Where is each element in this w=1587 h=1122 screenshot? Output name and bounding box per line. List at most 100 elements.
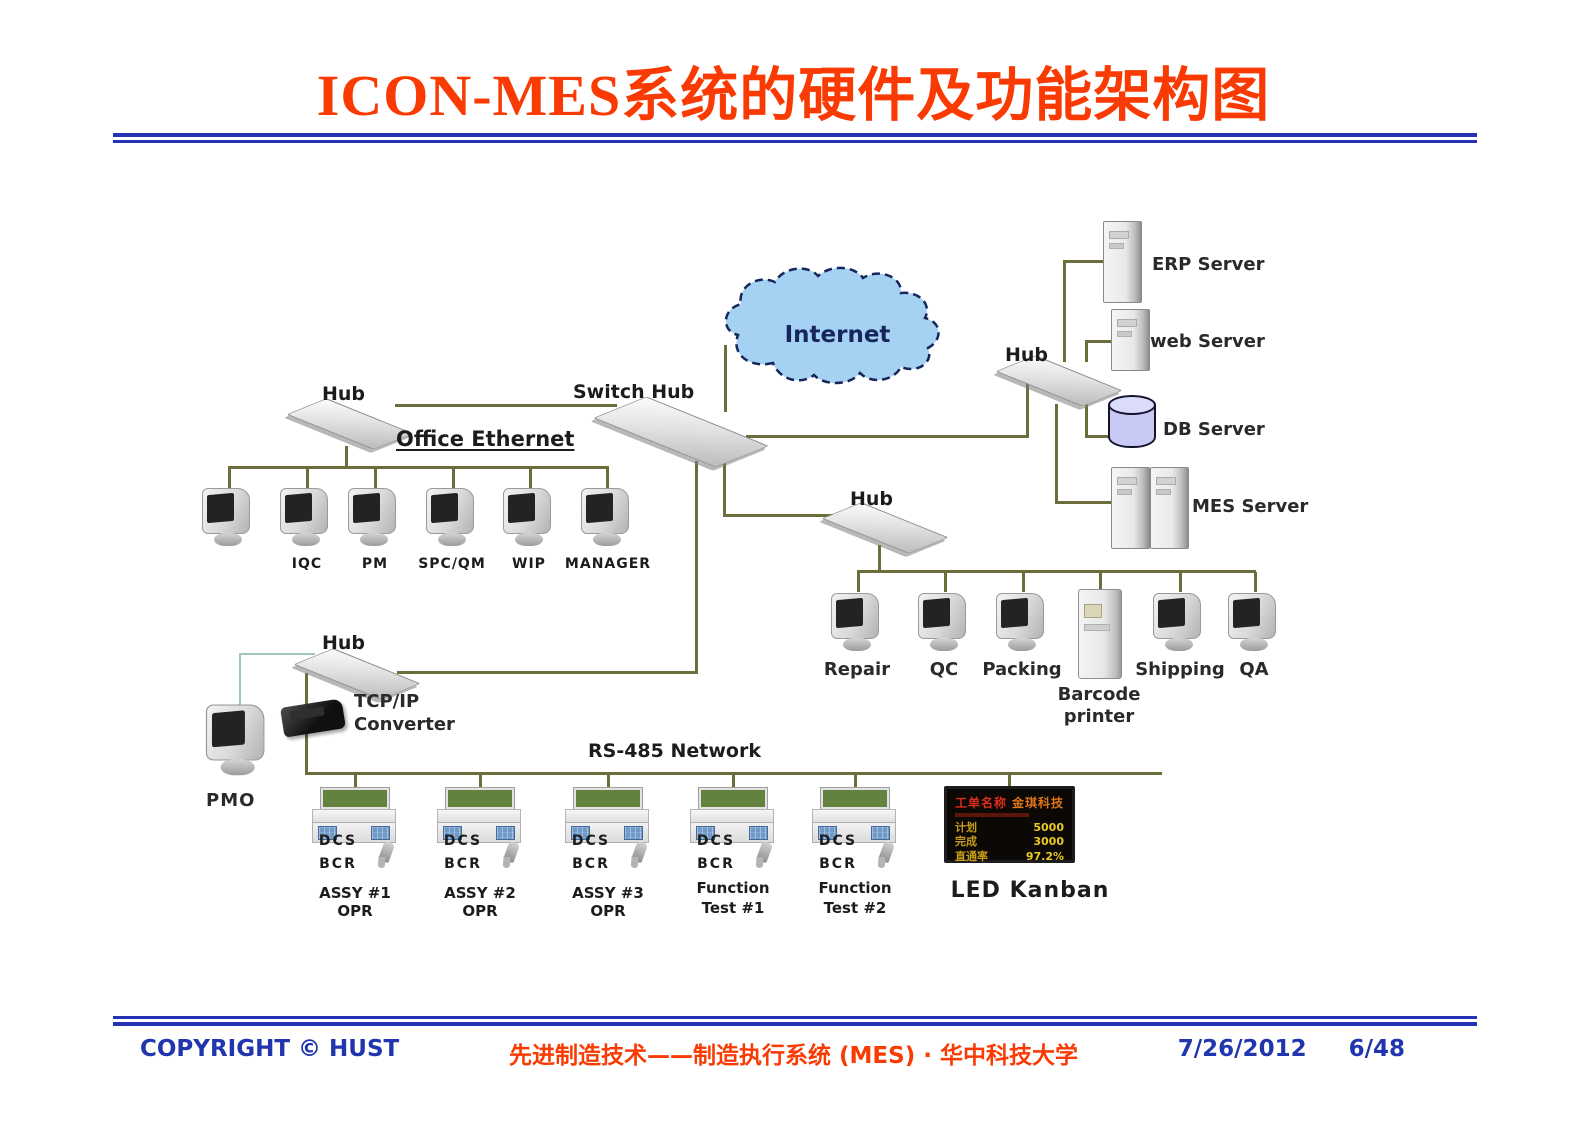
- office-hub-label: Hub: [322, 383, 366, 405]
- dcs-label: DCS: [818, 833, 858, 849]
- connector-line: [1022, 572, 1025, 592]
- connector-line: [239, 653, 241, 707]
- db-server-label: DB Server: [1163, 419, 1265, 440]
- production-hub-device: [821, 502, 949, 554]
- footer-divider: [113, 1016, 1477, 1026]
- connector-line: [1008, 774, 1011, 788]
- workstation-monitor: [422, 486, 484, 552]
- dcs-terminal-device: [690, 788, 774, 848]
- dcs-label: DCS: [571, 833, 611, 849]
- workstation-monitor: [1149, 591, 1211, 657]
- internet-label: Internet: [784, 322, 891, 348]
- connector-line: [479, 774, 482, 791]
- bcr-label: BCR: [697, 856, 735, 872]
- erp-server-label: ERP Server: [1152, 254, 1265, 275]
- dcs-label: DCS: [318, 833, 358, 849]
- connector-line: [1063, 260, 1109, 263]
- mes-server-tower: [1111, 467, 1150, 549]
- station-label: Repair: [823, 659, 891, 680]
- connector-line: [1085, 402, 1088, 438]
- internet-cloud: [713, 263, 963, 402]
- connector-line: [857, 570, 1256, 573]
- bcr-label: BCR: [319, 856, 357, 872]
- connector-line: [723, 514, 845, 517]
- workstation-monitor: [276, 486, 338, 552]
- pmo-monitor: [201, 702, 277, 783]
- barcode-printer-tower: [1078, 589, 1122, 679]
- connector-line: [1063, 260, 1066, 362]
- connector-line: [1055, 404, 1058, 504]
- dcs-terminal-device: [565, 788, 649, 848]
- workstation-monitor: [992, 591, 1054, 657]
- station-label: QA: [1239, 659, 1269, 680]
- terminal-station-label: ASSY #2 OPR: [444, 884, 516, 920]
- connector-line: [854, 774, 857, 791]
- field-hub-label: Hub: [322, 632, 366, 654]
- connector-line: [1055, 501, 1114, 504]
- connector-line: [606, 468, 609, 488]
- dcs-label: DCS: [696, 833, 736, 849]
- workstation-monitor: [499, 486, 561, 552]
- footer-course-title: 先进制造技术——制造执行系统 (MES) · 华中科技大学: [509, 1043, 1078, 1069]
- station-label: Packing: [982, 659, 1062, 680]
- terminal-station-label: ASSY #1 OPR: [319, 884, 391, 920]
- server-hub-label: Hub: [1005, 344, 1049, 366]
- connector-line: [857, 572, 860, 592]
- workstation-monitor: [1224, 591, 1286, 657]
- bcr-label: BCR: [819, 856, 857, 872]
- cloud-icon: [724, 266, 940, 385]
- connector-line: [306, 468, 309, 488]
- connector-line: [374, 468, 377, 488]
- tcpip-converter-device: [280, 698, 346, 738]
- workstation-monitor: [914, 591, 976, 657]
- erp-server-tower: [1103, 221, 1142, 303]
- workstation-monitor: [827, 591, 889, 657]
- footer-date: 7/26/2012: [1177, 1036, 1307, 1062]
- connector-line: [732, 774, 735, 791]
- workstation-label: IQC: [291, 556, 323, 572]
- rs485-network-label: RS-485 Network: [588, 740, 761, 762]
- web-server-tower: [1111, 309, 1150, 371]
- terminal-station-label: Function Test #2: [818, 879, 892, 918]
- footer-copyright: COPYRIGHT © HUST: [140, 1036, 400, 1062]
- connector-line: [1085, 340, 1116, 343]
- connector-line: [724, 345, 727, 412]
- connector-line: [695, 461, 698, 673]
- switch-hub-label: Switch Hub: [573, 381, 695, 403]
- connector-line: [1026, 372, 1029, 438]
- connector-line: [228, 468, 231, 488]
- switch-hub-device: [593, 396, 769, 468]
- station-label: QC: [929, 659, 959, 680]
- connector-line: [397, 671, 698, 674]
- barcode-printer-label: Barcode printer: [1057, 684, 1141, 727]
- station-label: Shipping: [1135, 659, 1225, 680]
- connector-line: [452, 468, 455, 488]
- dcs-label: DCS: [443, 833, 483, 849]
- connector-line: [239, 653, 315, 655]
- workstation-label: PM: [361, 556, 389, 572]
- workstation-label: WIP: [512, 556, 546, 572]
- workstation-label: MANAGER: [564, 556, 652, 572]
- connector-line: [354, 774, 357, 791]
- connector-line: [1085, 340, 1088, 362]
- connector-line: [345, 446, 348, 468]
- production-hub-label: Hub: [850, 488, 894, 510]
- terminal-station-label: ASSY #3 OPR: [572, 884, 644, 920]
- workstation-monitor: [577, 486, 639, 552]
- db-server-cylinder: [1108, 395, 1156, 448]
- terminal-station-label: Function Test #1: [696, 879, 770, 918]
- workstation-monitor: [198, 486, 260, 552]
- bcr-label: BCR: [572, 856, 610, 872]
- workstation-label: SPC/QM: [418, 556, 486, 572]
- footer-page-number: 6/48: [1348, 1036, 1405, 1062]
- mes-server-label: MES Server: [1192, 496, 1309, 517]
- connector-line: [529, 468, 532, 488]
- web-server-label: web Server: [1150, 331, 1265, 352]
- pmo-label: PMO: [206, 790, 256, 811]
- workstation-monitor: [344, 486, 406, 552]
